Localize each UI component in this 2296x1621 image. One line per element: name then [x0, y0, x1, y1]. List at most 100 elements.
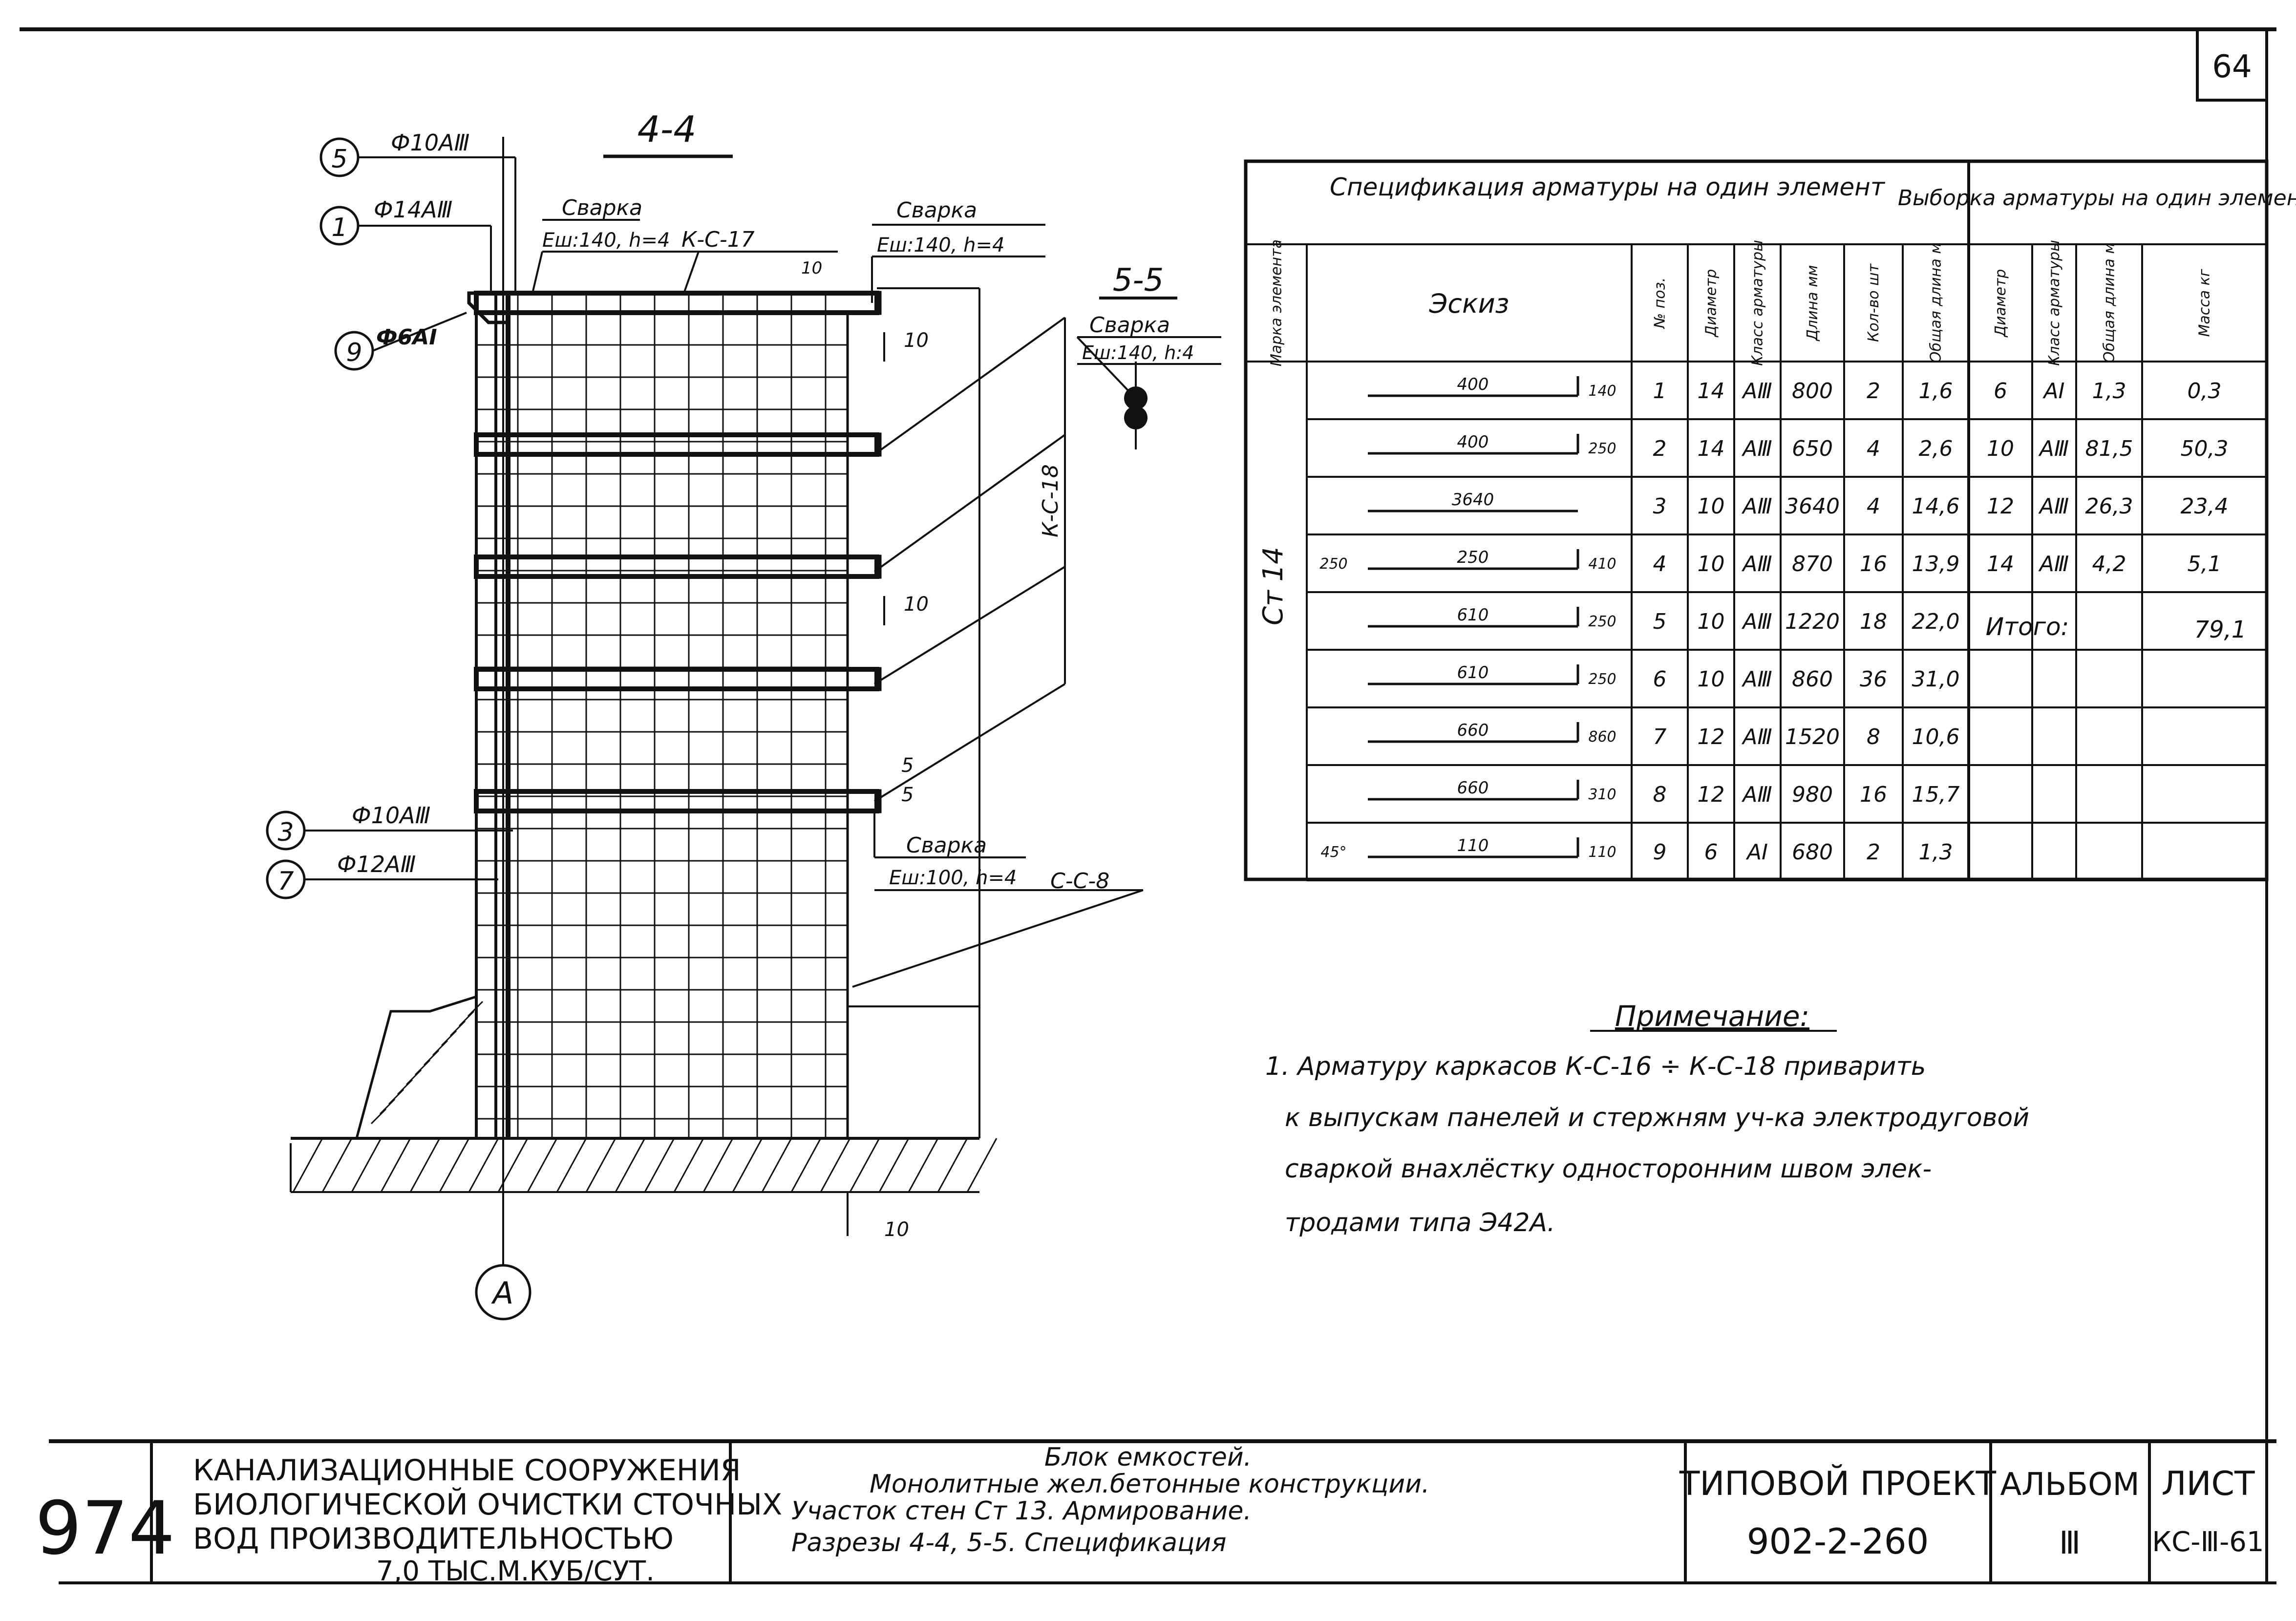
frame-k-c-17: К-С-17: [681, 227, 755, 252]
table-cell: 680: [1792, 840, 1833, 865]
table-cell: 2: [1867, 840, 1880, 865]
table-cell: 9: [1653, 840, 1667, 865]
svg-text:Еш:140, h=4: Еш:140, h=4: [877, 234, 1004, 256]
weld-label-2: Сварка Еш:140, h=4: [871, 198, 1045, 303]
rebar-grid-vertical: [517, 293, 827, 1138]
svg-text:Еш:100, h=4: Еш:100, h=4: [889, 867, 1017, 889]
table-cell: 8: [1867, 725, 1880, 749]
svg-text:Сварка: Сварка: [896, 198, 977, 223]
col-header: Класс арматуры: [2046, 240, 2063, 366]
frame-k-c-18: К-С-18: [873, 317, 1066, 802]
element-mark: Ст 14: [1257, 547, 1289, 625]
col-header: Общая длина м: [2101, 243, 2118, 363]
sketch-dim: 110: [1588, 844, 1616, 861]
svg-text:1: 1: [331, 213, 347, 242]
page-number: 64: [2212, 49, 2252, 85]
sketch-dim: 250: [1319, 555, 1347, 573]
table-cell: 2: [1867, 379, 1880, 404]
table-cell: 50,3: [2181, 436, 2229, 461]
svg-text:3: 3: [277, 818, 294, 847]
note-line-1: 1. Арматуру каркасов К-С-16 ÷ К-С-18 при…: [1265, 1052, 1926, 1081]
table-cell: АⅢ: [1741, 782, 1772, 807]
table-cell: 1520: [1785, 725, 1840, 749]
callout-3-label: Ф10АⅢ: [352, 802, 430, 829]
total-mass: 79,1: [2194, 616, 2247, 643]
table-cell: 10: [1698, 552, 1725, 576]
callout-3: 3 Ф10АⅢ: [266, 802, 513, 851]
sketch-dim: 3640: [1452, 490, 1494, 510]
desc-line-4: Разрезы 4-4, 5-5. Спецификация: [791, 1528, 1227, 1557]
sketch-dim: 400: [1457, 375, 1489, 394]
table-cell: 16: [1860, 552, 1887, 576]
table-cell: АⅢ: [1741, 725, 1772, 749]
table-cell: 10,6: [1912, 725, 1960, 749]
table-cell: 31,0: [1912, 667, 1960, 692]
org-line-4: 7,0 ТЫС.М.КУБ/СУТ.: [376, 1556, 655, 1587]
table-cell: 23,4: [2181, 494, 2229, 519]
sketch-dim: 250: [1457, 548, 1489, 567]
note: Примечание: 1. Арматуру каркасов К-С-16 …: [1265, 1000, 2029, 1237]
sketch-dim: 140: [1588, 383, 1616, 400]
table-cell: 6: [1994, 379, 2007, 404]
table-cell: 13,9: [1912, 552, 1960, 576]
table-cell: 12: [1698, 725, 1725, 749]
sheet-code: 974: [35, 1486, 175, 1571]
col-header: Длина мм: [1804, 265, 1821, 342]
section-5-5: 5-5 Сварка Еш:140, h:4: [1076, 262, 1221, 449]
section-4-4-title: 4-4: [638, 108, 697, 150]
spec-header-right: Выборка арматуры на один элемент: [1898, 186, 2296, 211]
table-cell: 10: [1698, 667, 1725, 692]
table-cell: 4: [1867, 494, 1880, 519]
spec-header-left: Спецификация арматуры на один элемент: [1330, 173, 1886, 201]
table-cell: 18: [1860, 609, 1887, 634]
table-cell: 1,6: [1919, 379, 1953, 404]
desc-line-1: Блок емкостей.: [1044, 1443, 1252, 1472]
table-cell: АⅢ: [1741, 379, 1772, 404]
table-cell: 800: [1792, 379, 1833, 404]
table-cell: 16: [1860, 782, 1887, 807]
col-header: Диаметр: [1703, 269, 1720, 338]
desc-line-2: Монолитные жел.бетонные конструкции.: [870, 1470, 1430, 1499]
section-5-5-title: 5-5: [1113, 262, 1164, 299]
col-header: Кол-во шт: [1865, 263, 1882, 342]
table-cell: АⅢ: [1741, 667, 1772, 692]
table-cell: 1: [1653, 379, 1667, 404]
table-cell: 12: [1987, 494, 2014, 519]
table-cell: 10: [1698, 494, 1725, 519]
sketch-dim: 250: [1588, 613, 1616, 630]
table-cell: 26,3: [2085, 494, 2133, 519]
sketch-dim: 110: [1457, 836, 1489, 855]
section-4-4: 4-4: [266, 108, 1144, 1321]
table-cell: АⅢ: [2038, 494, 2069, 519]
table-cell: 1,3: [1919, 840, 1953, 865]
desc-line-3: Участок стен Ст 13. Армирование.: [791, 1496, 1252, 1526]
col-header: Общая длина м: [1928, 243, 1945, 363]
sketch-dim: 610: [1457, 663, 1489, 683]
sketch-dim: 660: [1457, 778, 1489, 798]
col-header: Марка элемента: [1268, 239, 1285, 366]
col-header: Масса кг: [2196, 269, 2213, 337]
table-cell: АⅢ: [1741, 609, 1772, 634]
col-header: Класс арматуры: [1749, 240, 1766, 366]
table-cell: 4,2: [2092, 552, 2126, 576]
table-cell: 81,5: [2085, 436, 2133, 461]
table-cell: АⅢ: [2038, 436, 2069, 461]
note-line-2: к выпускам панелей и стержням уч-ка элек…: [1285, 1103, 2029, 1132]
table-cell: 4: [1653, 552, 1667, 576]
table-cell: 14: [1698, 379, 1725, 404]
table-cell: АⅢ: [1741, 494, 1772, 519]
sketch-dim: 400: [1457, 432, 1489, 452]
svg-text:5: 5: [901, 754, 914, 777]
title-block: 974 КАНАЛИЗАЦИОННЫЕ СООРУЖЕНИЯ БИОЛОГИЧЕ…: [35, 1441, 2264, 1587]
